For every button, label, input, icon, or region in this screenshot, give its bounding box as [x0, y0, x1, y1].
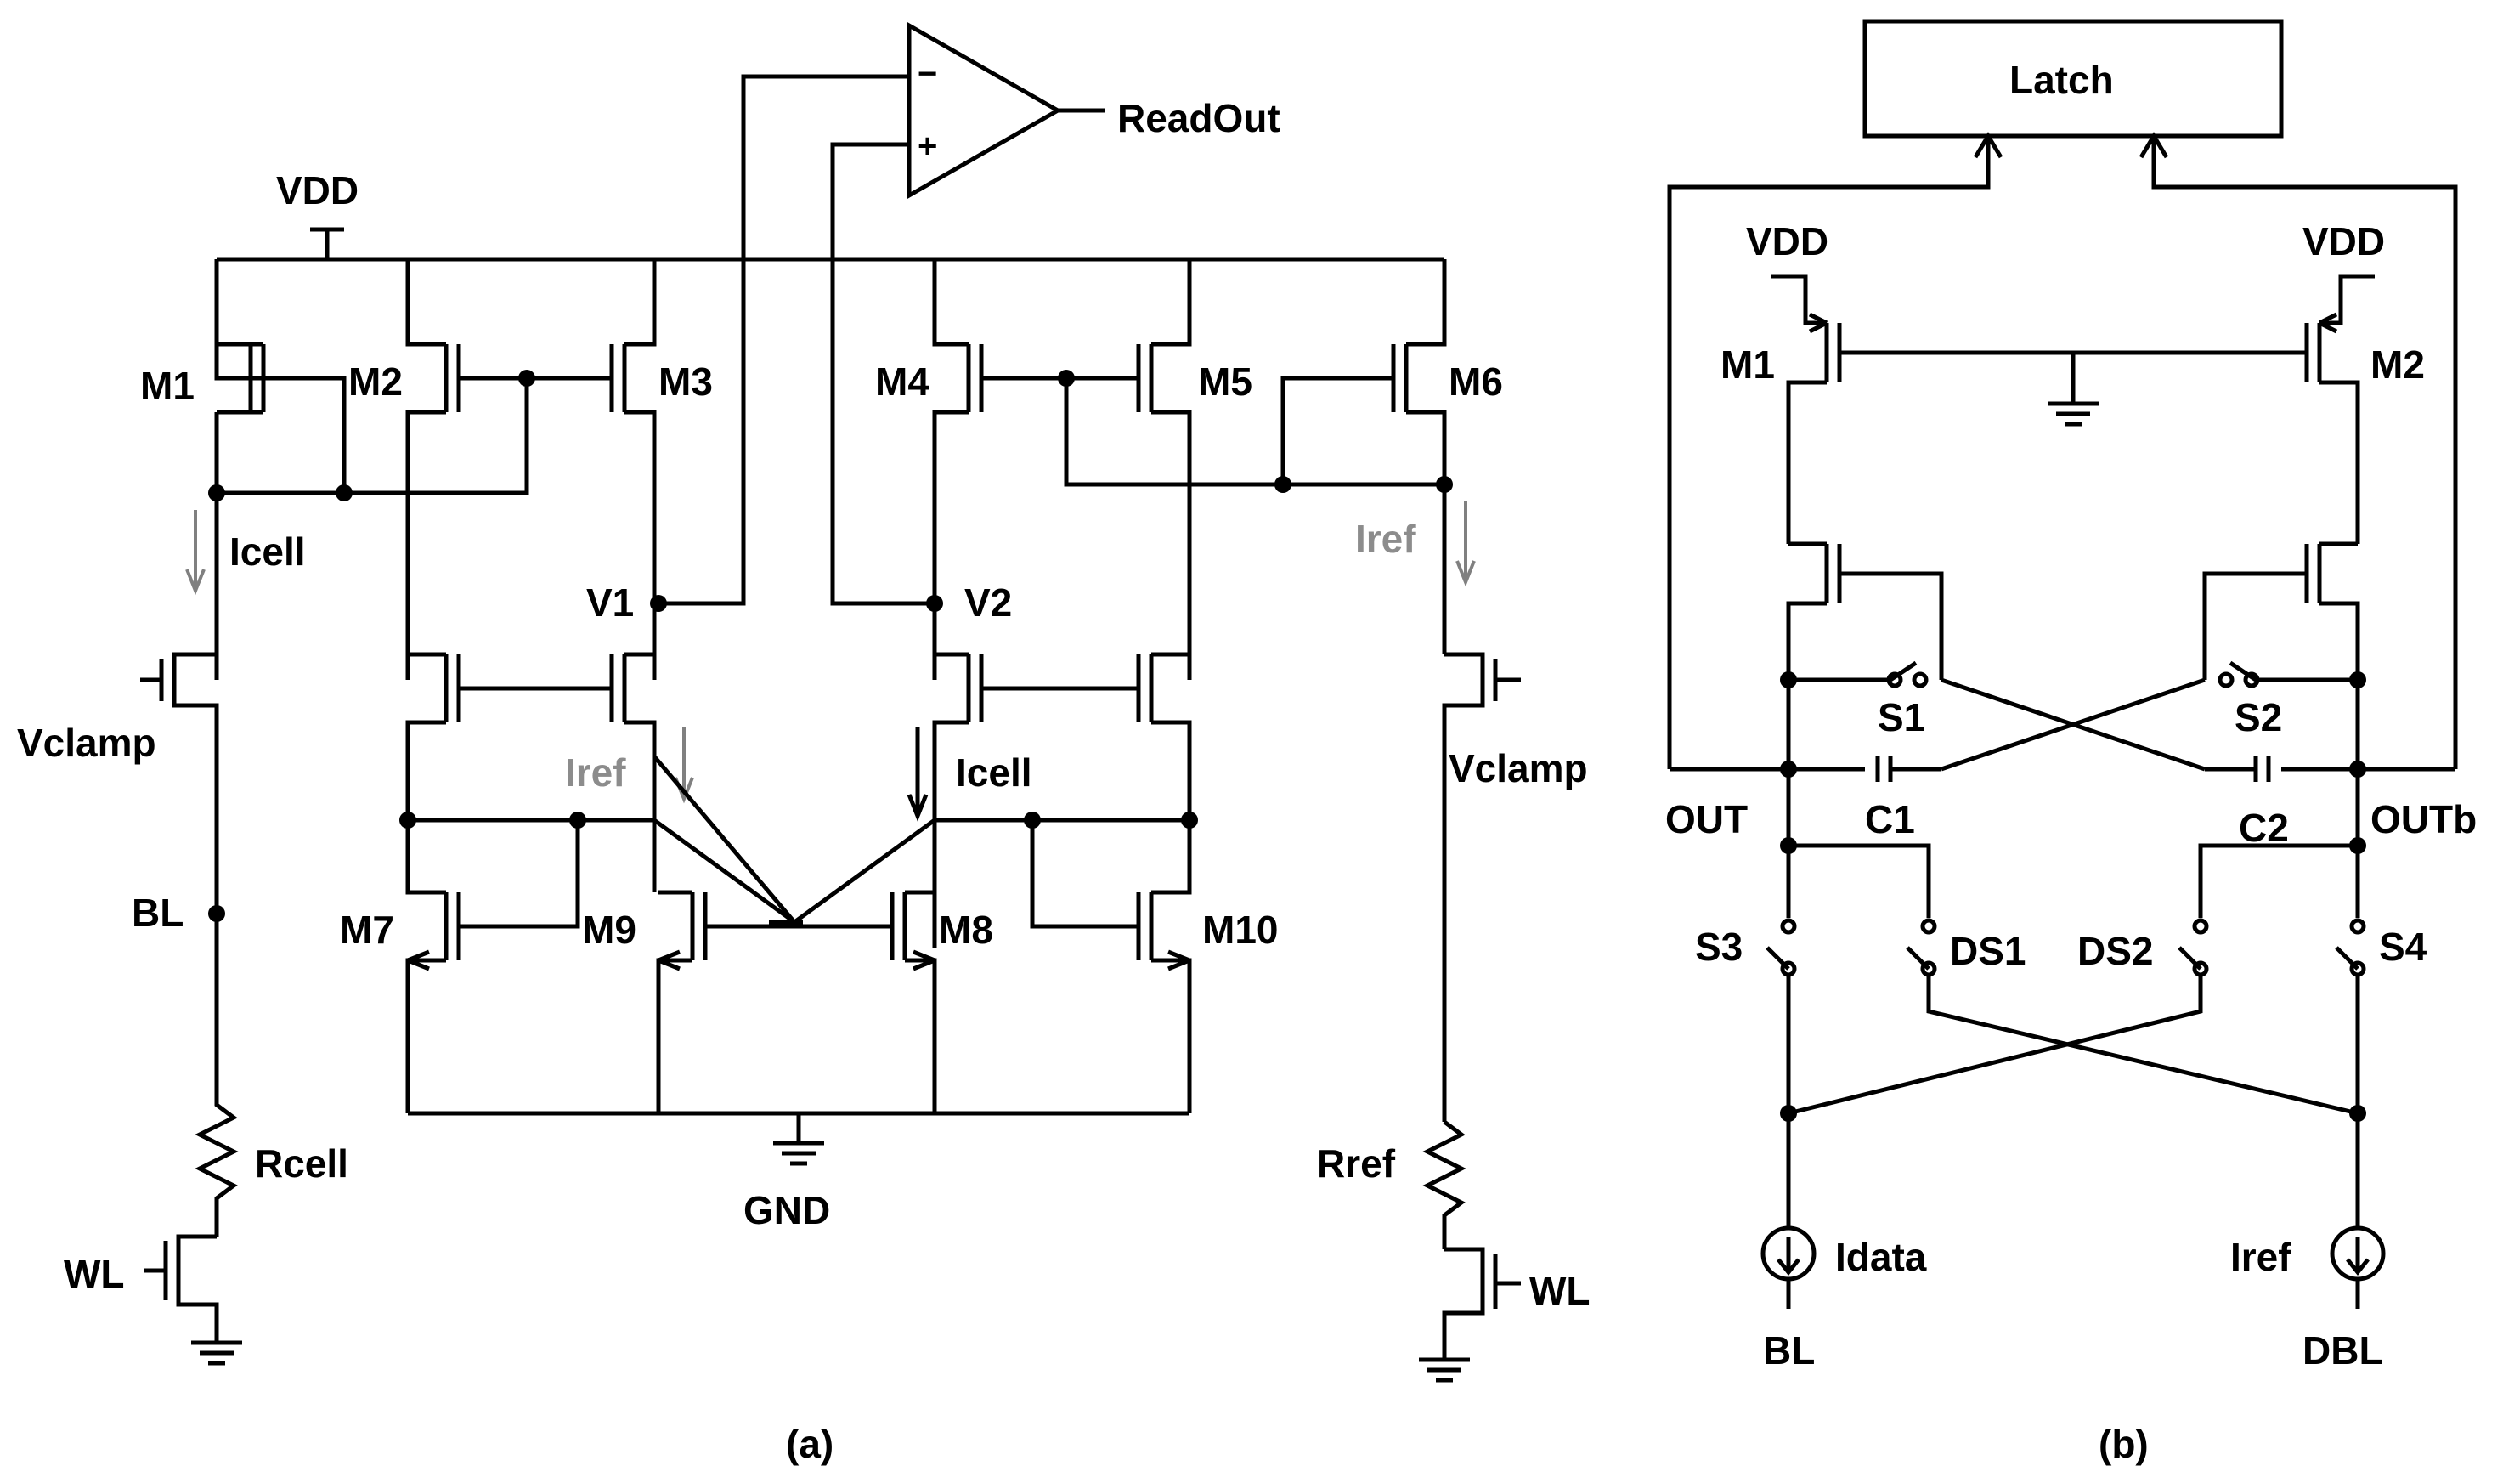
- cascode-pairs: Iref Icell: [405, 652, 1192, 948]
- vclamp-left-label: Vclamp: [17, 721, 156, 765]
- m6-label: M6: [1449, 359, 1503, 404]
- vdd-right-label: VDD: [2302, 219, 2385, 263]
- rref-label: Rref: [1317, 1141, 1396, 1186]
- dbl-label: DBL: [2302, 1328, 2383, 1373]
- m4-label: M4: [875, 359, 929, 404]
- m4-m6-mirror: M4 M5 V2 M6 Iref: [875, 259, 1503, 680]
- s1-label: S1: [1878, 695, 1925, 739]
- m2-label: M2: [348, 359, 403, 404]
- icell-mid-label: Icell: [956, 750, 1032, 795]
- iref-right-label: Iref: [1355, 517, 1416, 561]
- v2-label: V2: [964, 580, 1012, 625]
- circuit-a: VDD − + ReadOut M1 Icell Vclamp BL Rcell: [17, 21, 1591, 1466]
- caption-b: (b): [2099, 1422, 2149, 1466]
- idata-label: Idata: [1835, 1235, 1927, 1279]
- b-m2-label: M2: [2370, 342, 2425, 387]
- cell-branch: M1 Icell Vclamp BL Rcell WL: [17, 259, 523, 1366]
- circuit-b: Latch VDD VDD M1 M2 S1 S2 OUT C1 C2 OUTb…: [1665, 19, 2477, 1466]
- m1-label: M1: [140, 364, 195, 408]
- reference-branch: Vclamp Rref WL: [1317, 652, 1591, 1383]
- icell-left-label: Icell: [229, 529, 306, 574]
- b-bl-label: BL: [1763, 1328, 1815, 1373]
- s3-label: S3: [1695, 925, 1743, 969]
- b-iref-label: Iref: [2230, 1235, 2291, 1279]
- s2-label: S2: [2235, 695, 2282, 739]
- latch-box: [1862, 19, 2284, 139]
- bl-node-label: BL: [132, 891, 184, 935]
- v1-label: V1: [586, 580, 634, 625]
- vdd-left-label: VDD: [1746, 219, 1828, 263]
- m2-m3-mirror: M2 M3 V1: [344, 259, 713, 680]
- s4-label: S4: [2379, 925, 2427, 969]
- m9-label: M9: [582, 908, 636, 952]
- gnd-label: GND: [743, 1188, 830, 1232]
- m3-label: M3: [658, 359, 713, 404]
- latch-label: Latch: [2009, 58, 2114, 102]
- m8-label: M8: [939, 908, 993, 952]
- vdd-rail: VDD: [217, 168, 1444, 262]
- opamp-plus: +: [918, 127, 937, 165]
- opamp-minus: −: [918, 55, 937, 93]
- rcell-label: Rcell: [255, 1141, 348, 1186]
- sense-latch-a: M7 M9 M8 M10 GND: [340, 755, 1278, 1232]
- vclamp-right-label: Vclamp: [1449, 746, 1588, 790]
- m7-label: M7: [340, 908, 394, 952]
- ds2-label: DS2: [2077, 929, 2153, 973]
- c2-label: C2: [2239, 806, 2289, 850]
- vdd-label: VDD: [276, 168, 359, 212]
- outb-label: OUTb: [2370, 797, 2477, 841]
- caption-a: (a): [786, 1422, 833, 1466]
- wl-right-label: WL: [1529, 1269, 1591, 1313]
- iref-source-icon: [2330, 1225, 2386, 1282]
- out-label: OUT: [1665, 797, 1748, 841]
- readout-label: ReadOut: [1117, 96, 1280, 140]
- wl-left-label: WL: [64, 1252, 125, 1296]
- iref-mid-label: Iref: [565, 750, 626, 795]
- m10-label: M10: [1202, 908, 1278, 952]
- m5-label: M5: [1198, 359, 1252, 404]
- idata-source-icon: [1760, 1225, 1817, 1282]
- b-m1-label: M1: [1720, 342, 1775, 387]
- comparator: − + ReadOut: [658, 21, 1280, 606]
- c1-label: C1: [1865, 797, 1915, 841]
- ds1-label: DS1: [1950, 929, 2026, 973]
